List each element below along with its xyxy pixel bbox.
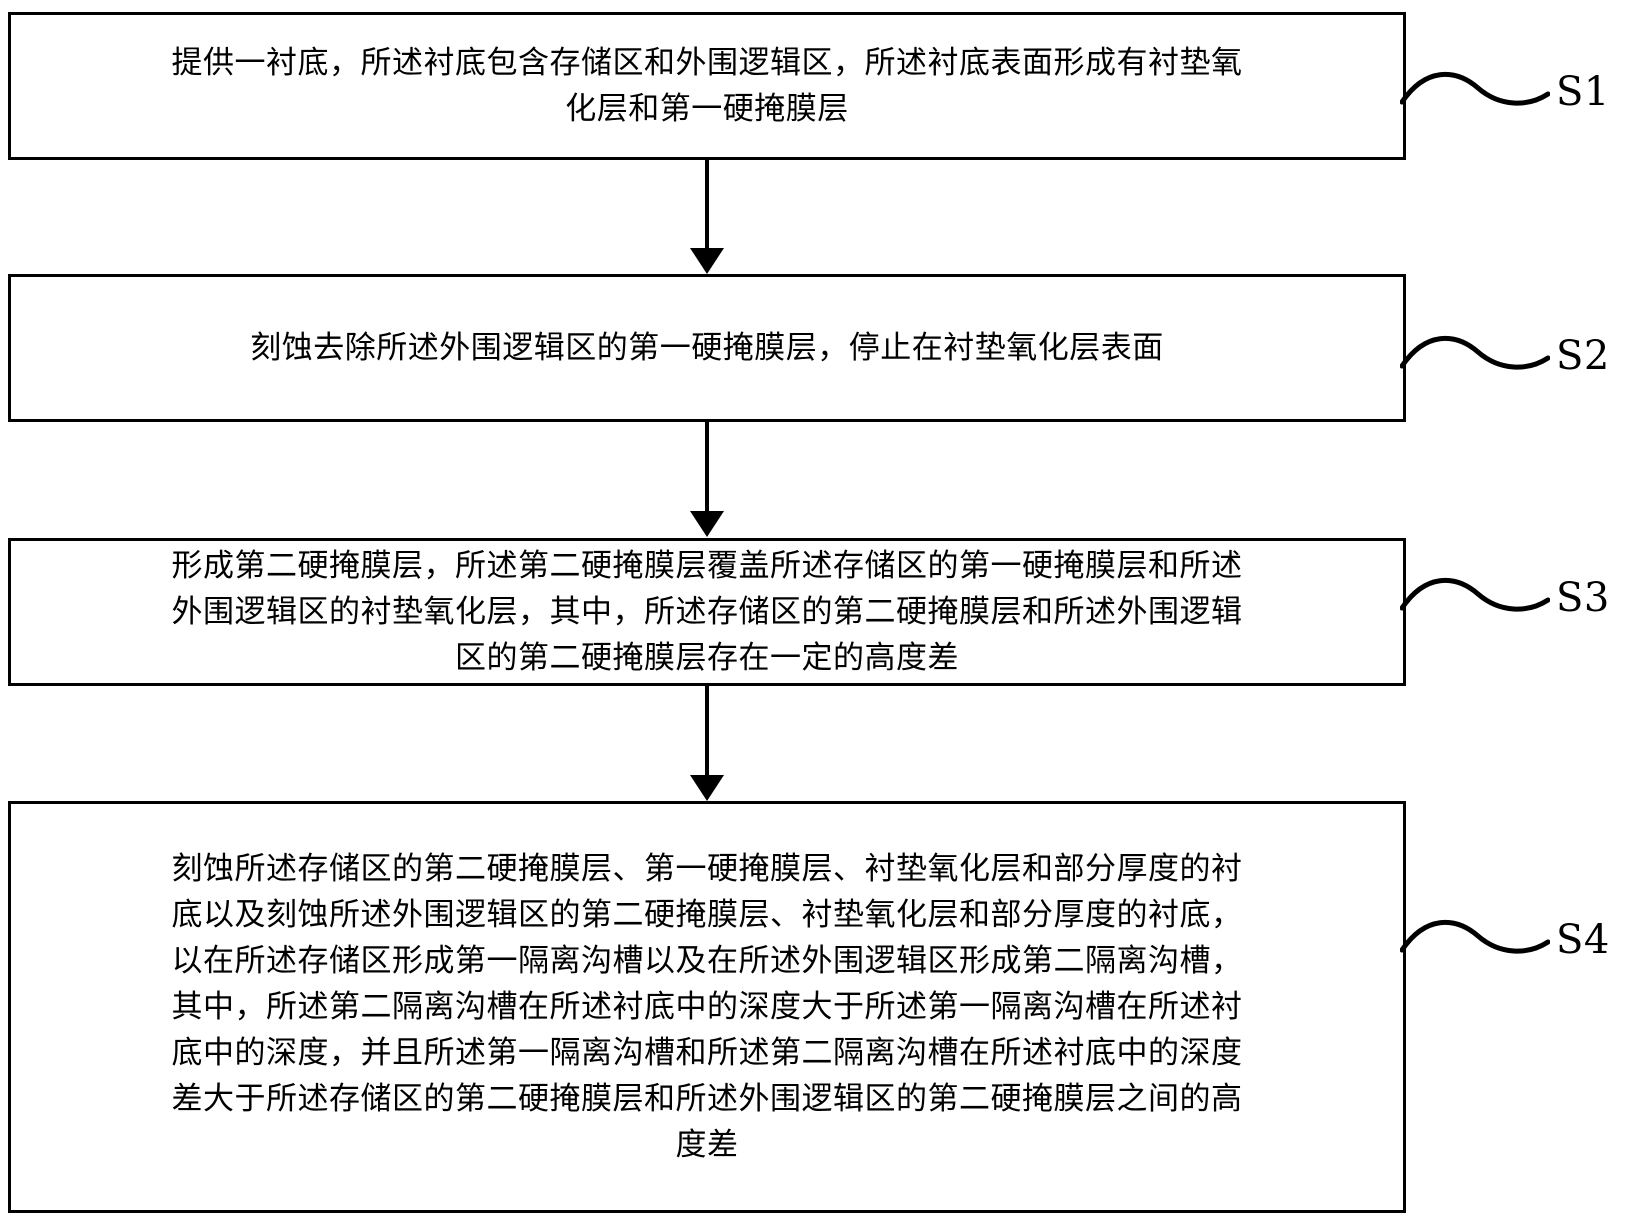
step-label-connector-s2 bbox=[1400, 335, 1550, 370]
step-label-connector-s1 bbox=[1400, 71, 1550, 106]
flowchart-arrow-head-1 bbox=[690, 248, 724, 274]
flowchart-step-text-s3: 形成第二硬掩膜层，所述第二硬掩膜层覆盖所述存储区的第一硬掩膜层和所述 外围逻辑区… bbox=[171, 548, 1243, 676]
flowchart-arrow-head-3 bbox=[690, 775, 724, 801]
step-label-s1: S1 bbox=[1556, 69, 1610, 115]
flowchart-step-box-s3: 形成第二硬掩膜层，所述第二硬掩膜层覆盖所述存储区的第一硬掩膜层和所述 外围逻辑区… bbox=[8, 538, 1406, 686]
step-label-s2: S2 bbox=[1556, 333, 1610, 379]
flowchart-arrow-head-2 bbox=[690, 511, 724, 537]
step-label-s3: S3 bbox=[1556, 575, 1610, 621]
step-label-s4: S4 bbox=[1556, 917, 1610, 963]
flowchart-step-text-s1: 提供一衬底，所述衬底包含存储区和外围逻辑区，所述衬底表面形成有衬垫氧 化层和第一… bbox=[171, 45, 1243, 127]
step-label-connector-s4 bbox=[1400, 919, 1550, 954]
flowchart-step-box-s2: 刻蚀去除所述外围逻辑区的第一硬掩膜层，停止在衬垫氧化层表面 bbox=[8, 274, 1406, 422]
flowchart-arrow-line-1 bbox=[705, 160, 709, 252]
flowchart-arrow-line-3 bbox=[705, 686, 709, 778]
flowchart-step-box-s1: 提供一衬底，所述衬底包含存储区和外围逻辑区，所述衬底表面形成有衬垫氧 化层和第一… bbox=[8, 12, 1406, 160]
flowchart-step-box-s4: 刻蚀所述存储区的第二硬掩膜层、第一硬掩膜层、衬垫氧化层和部分厚度的衬 底以及刻蚀… bbox=[8, 801, 1406, 1213]
flowchart-step-text-s2: 刻蚀去除所述外围逻辑区的第一硬掩膜层，停止在衬垫氧化层表面 bbox=[250, 330, 1164, 366]
flowchart-step-text-s4: 刻蚀所述存储区的第二硬掩膜层、第一硬掩膜层、衬垫氧化层和部分厚度的衬 底以及刻蚀… bbox=[171, 851, 1243, 1163]
step-label-connector-s3 bbox=[1400, 577, 1550, 612]
flowchart-arrow-line-2 bbox=[705, 422, 709, 514]
